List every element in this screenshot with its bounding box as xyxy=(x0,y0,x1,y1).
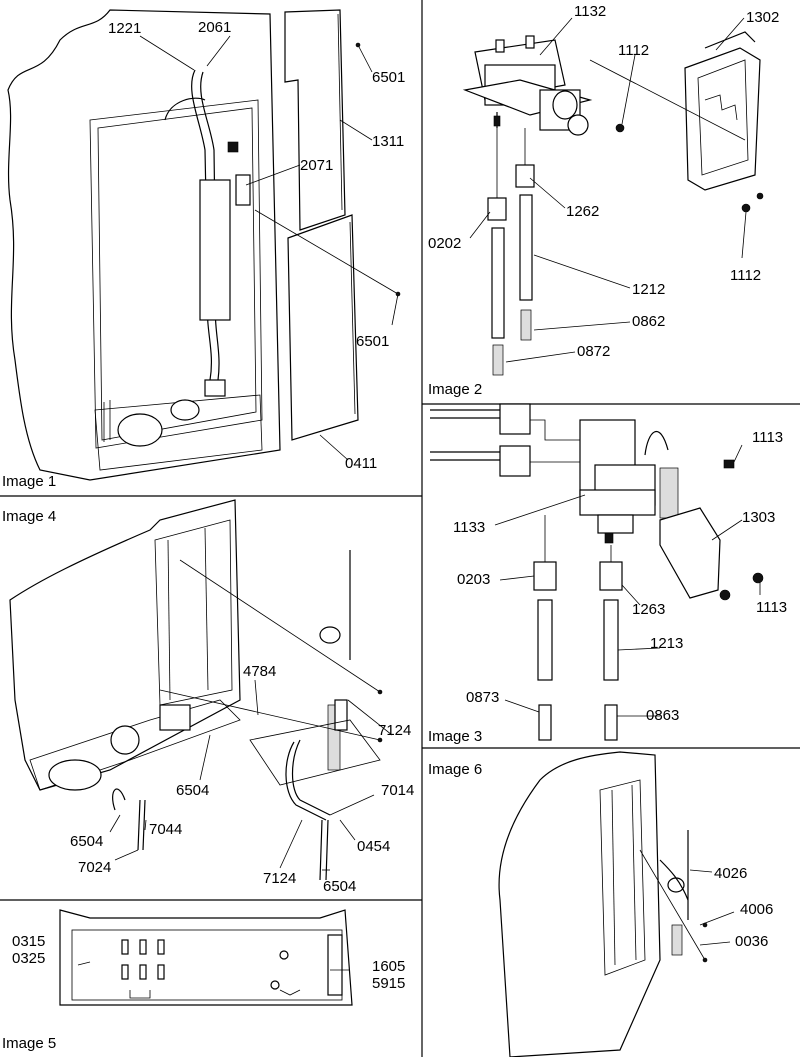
image-2-title: Image 2 xyxy=(428,381,482,398)
tube-1212 xyxy=(519,194,533,301)
callout-1303: 1303 xyxy=(742,509,775,526)
callout-0454: 0454 xyxy=(357,838,390,855)
image-4-title: Image 4 xyxy=(2,508,56,525)
image-1-panel: 1221 2061 6501 1311 2071 6501 0411 Image… xyxy=(2,9,405,490)
compressor-compartment xyxy=(29,699,241,791)
callout-0863: 0863 xyxy=(646,707,679,724)
callout-1605: 1605 xyxy=(372,958,405,975)
callout-7014: 7014 xyxy=(381,782,414,799)
callout-0203: 0203 xyxy=(457,571,490,588)
water-valve-1132 xyxy=(462,35,593,136)
screw-1112-top xyxy=(615,123,625,133)
callout-1133: 1133 xyxy=(453,519,485,536)
callout-0862: 0862 xyxy=(632,313,665,330)
access-panel-0411 xyxy=(287,214,359,441)
drain-tube-7024 xyxy=(112,788,146,851)
callout-1213: 1213 xyxy=(650,635,683,652)
callout-7124-top: 7124 xyxy=(378,722,411,739)
callout-0872: 0872 xyxy=(577,343,610,360)
tube-0202 xyxy=(491,227,505,339)
image-3-leaders xyxy=(494,444,761,717)
callout-7124-bottom: 7124 xyxy=(263,870,296,887)
callout-6504-left: 6504 xyxy=(70,833,103,850)
bracket-1302 xyxy=(684,31,761,191)
insert-0863 xyxy=(604,704,618,741)
insert-0872 xyxy=(492,344,504,376)
callout-1132: 1132 xyxy=(574,3,606,20)
refrigerator-cabinet xyxy=(7,9,281,481)
callout-1113-bottom: 1113 xyxy=(756,599,787,616)
wire-harness-4026 xyxy=(659,830,689,956)
callout-6501-bottom: 6501 xyxy=(356,333,389,350)
callout-2071: 2071 xyxy=(300,157,333,174)
callout-7044: 7044 xyxy=(149,821,182,838)
image-4-panel: Image 4 xyxy=(2,499,414,895)
callout-6504-middle: 6504 xyxy=(176,782,209,799)
image-1-title: Image 1 xyxy=(2,473,56,490)
compressor-area xyxy=(94,379,263,471)
image-6-panel: Image 6 4026 4006 0036 xyxy=(428,751,773,1057)
image-4-leaders xyxy=(109,559,393,871)
insert-0873 xyxy=(538,704,552,741)
callout-1112-bottom: 1112 xyxy=(730,267,761,284)
callout-4006: 4006 xyxy=(740,901,773,918)
callout-4784: 4784 xyxy=(243,663,276,680)
callout-2061: 2061 xyxy=(198,19,231,36)
callout-1262: 1262 xyxy=(566,203,599,220)
cover-1311 xyxy=(284,9,346,231)
cabinet-side-6 xyxy=(498,751,661,1057)
callout-1263: 1263 xyxy=(632,601,665,618)
callout-0411: 0411 xyxy=(345,455,377,472)
image-3-panel: 1113 1303 1133 1113 0203 1263 1213 0873 … xyxy=(428,403,787,745)
callout-0325: 0325 xyxy=(12,950,45,967)
callout-6501-top: 6501 xyxy=(372,69,405,86)
wire-harness xyxy=(430,403,580,477)
wiring-harness-7124 xyxy=(285,550,351,821)
callout-6504-bottom: 6504 xyxy=(323,878,356,895)
bracket-1605 xyxy=(327,934,343,996)
image-1-leaders xyxy=(139,35,399,461)
callout-7024: 7024 xyxy=(78,859,111,876)
image-6-title: Image 6 xyxy=(428,761,482,778)
screw-1112-bottom xyxy=(741,203,751,213)
image-2-leaders xyxy=(469,17,747,363)
callout-1113-top: 1113 xyxy=(752,429,783,446)
callout-1212: 1212 xyxy=(632,281,665,298)
bottom-panel-0315 xyxy=(59,909,353,1006)
mounting-plate-7014 xyxy=(249,719,381,786)
callout-1302: 1302 xyxy=(746,9,779,26)
callout-1112-top: 1112 xyxy=(618,42,649,59)
tube-1213 xyxy=(603,599,619,681)
screw-1113-bottom xyxy=(752,572,764,584)
tube-0454 xyxy=(319,819,329,881)
callout-0202: 0202 xyxy=(428,235,461,252)
callout-1311: 1311 xyxy=(372,133,404,150)
callout-0873: 0873 xyxy=(466,689,499,706)
callout-0036: 0036 xyxy=(735,933,768,950)
callout-4026: 4026 xyxy=(714,865,747,882)
insert-0862 xyxy=(520,309,532,341)
screw-1113-top xyxy=(723,459,735,469)
tube-1213-left xyxy=(537,599,553,681)
bracket-1303 xyxy=(659,507,721,599)
nut-1262 xyxy=(515,164,535,188)
cabinet-back-panel xyxy=(89,99,263,449)
callout-5915: 5915 xyxy=(372,975,405,992)
panel-slots xyxy=(121,939,301,999)
water-tube-assembly xyxy=(164,69,251,381)
nut-0202 xyxy=(487,197,507,221)
callout-1221: 1221 xyxy=(108,20,141,37)
image-5-panel: 0315 0325 1605 5915 Image 5 xyxy=(2,909,405,1052)
callout-0315: 0315 xyxy=(12,933,45,950)
image-2-panel: 1132 1302 1112 1262 0202 1212 1112 0862 … xyxy=(428,3,779,398)
image-3-title: Image 3 xyxy=(428,728,482,745)
nut-0203 xyxy=(533,561,557,591)
image-5-title: Image 5 xyxy=(2,1035,56,1052)
water-valve-1133 xyxy=(579,419,679,544)
nut-1263 xyxy=(599,561,623,591)
